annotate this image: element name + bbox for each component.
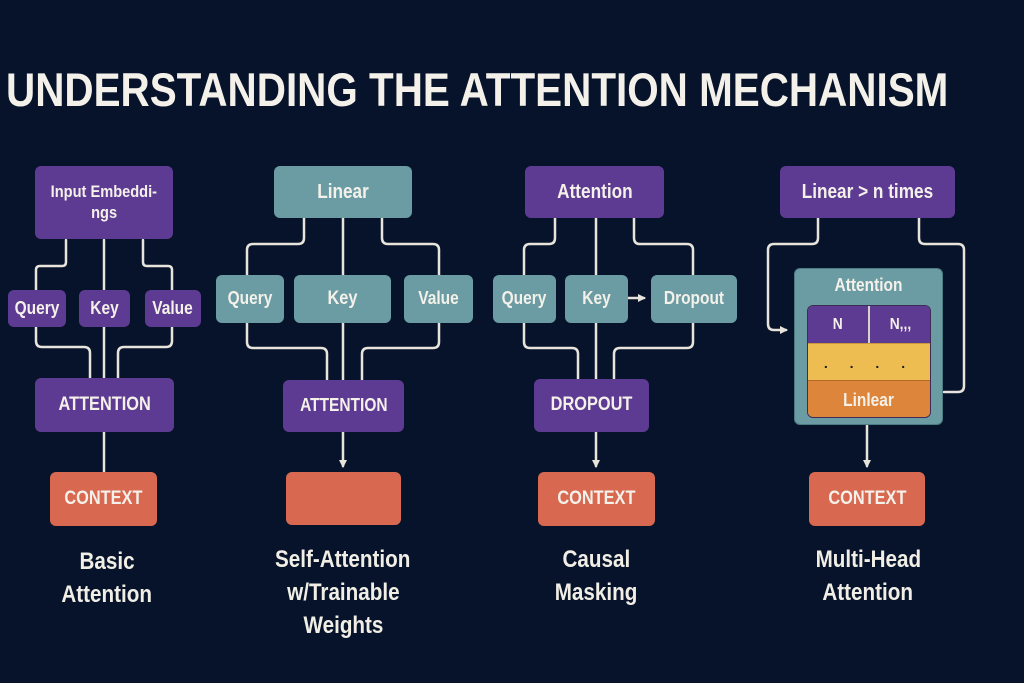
input-embeddings-box: Input Embeddi- ngs xyxy=(35,166,173,239)
mha-title-text: Attention xyxy=(834,275,903,295)
caption-basic-attention: Basic Attention xyxy=(0,545,217,611)
key-label: Key xyxy=(582,288,611,309)
linear-n-times-label: Linear > n times xyxy=(801,181,934,203)
caption-line: Multi-Head xyxy=(815,546,921,573)
mha-inner-stack: N N,,, . . . . Linlear xyxy=(807,305,931,418)
wire-value2-to-attention xyxy=(360,320,441,382)
value-label: Value xyxy=(152,297,194,318)
page-title: UNDERSTANDING THE ATTENTION MECHANISM xyxy=(6,63,949,116)
query-box: Query xyxy=(8,290,66,327)
dropout-box: DROPOUT xyxy=(534,379,649,432)
caption-multi-head-attention: Multi-Head Attention xyxy=(758,543,978,609)
linear-box: Linear xyxy=(274,166,412,218)
mha-linear-label: Linlear xyxy=(843,390,895,410)
mha-heads-row: N N,,, xyxy=(808,306,930,343)
caption-self-attention: Self-Attention w/Trainable Weights xyxy=(233,543,453,642)
context-label: CONTEXT xyxy=(557,487,636,509)
attention-top-box: Attention xyxy=(525,166,664,218)
key-box: Key xyxy=(294,275,391,323)
caption-line: Attention xyxy=(61,581,153,608)
input-embeddings-line2: ngs xyxy=(90,202,117,222)
wire-linear-to-attention-right xyxy=(917,216,966,394)
key-label: Key xyxy=(327,287,358,309)
wire-linear-to-query xyxy=(245,216,306,277)
head-n: N xyxy=(808,306,868,343)
caption-line: Causal xyxy=(562,546,630,573)
caption-line: Basic xyxy=(79,548,135,575)
attention-box: ATTENTION xyxy=(35,378,174,432)
output-box-empty xyxy=(286,472,401,525)
wire-query-to-attention xyxy=(34,325,92,380)
value-label: Value xyxy=(418,288,459,309)
caption-line: Weights xyxy=(303,612,383,639)
query-box: Query xyxy=(493,275,556,323)
multi-head-attention-block: Attention N N,,, . . . . Linlear xyxy=(794,268,943,425)
wire-query3-to-dropout xyxy=(522,320,580,382)
caption-line: Masking xyxy=(554,579,638,606)
query-box: Query xyxy=(216,275,284,323)
wire-query2-to-attention xyxy=(245,320,329,382)
linear-n-times-box: Linear > n times xyxy=(780,166,955,218)
mha-dots-row: . . . . xyxy=(808,343,930,381)
context-label: CONTEXT xyxy=(64,487,143,509)
wire-value-to-attention xyxy=(116,325,174,380)
mha-linear-row: Linlear xyxy=(808,380,930,417)
caption-line: Self-Attention xyxy=(275,546,411,573)
head-label: N,,, xyxy=(889,315,911,333)
attention-label: ATTENTION xyxy=(58,393,151,415)
key-box: Key xyxy=(565,275,628,323)
wire-embed-to-query xyxy=(34,238,68,292)
head-label: N xyxy=(833,315,843,333)
dropout-label: Dropout xyxy=(663,288,725,309)
input-embeddings-line1: Input Embeddi- xyxy=(50,182,158,202)
query-label: Query xyxy=(227,288,273,309)
value-box: Value xyxy=(404,275,473,323)
wire-linear-to-value xyxy=(380,216,441,277)
attention-top-label: Attention xyxy=(556,181,633,203)
context-box: CONTEXT xyxy=(809,472,925,526)
linear-label: Linear xyxy=(317,181,369,203)
dropout-input-box: Dropout xyxy=(651,275,737,323)
wire-attn-to-query xyxy=(522,216,557,277)
context-box: CONTEXT xyxy=(50,472,157,526)
wire-dropout3-to-dropoutbox xyxy=(612,320,695,382)
caption-causal-masking: Causal Masking xyxy=(486,543,706,609)
key-box: Key xyxy=(79,290,130,327)
context-box: CONTEXT xyxy=(538,472,655,526)
attention-label: ATTENTION xyxy=(299,395,388,416)
wire-attn-to-dropout xyxy=(632,216,695,277)
attention-box: ATTENTION xyxy=(283,380,404,432)
head-n-more: N,,, xyxy=(868,306,930,343)
wire-linear-to-attention-left xyxy=(766,216,820,334)
caption-line: w/Trainable xyxy=(286,579,400,606)
query-label: Query xyxy=(14,297,60,318)
mha-attention-title: Attention xyxy=(795,275,942,296)
wire-embed-to-value xyxy=(141,238,174,292)
dropout-box-label: DROPOUT xyxy=(550,394,633,416)
key-label: Key xyxy=(90,297,119,318)
query-label: Query xyxy=(502,288,547,309)
value-box: Value xyxy=(145,290,201,327)
context-label: CONTEXT xyxy=(827,487,907,509)
caption-line: Attention xyxy=(822,579,914,606)
